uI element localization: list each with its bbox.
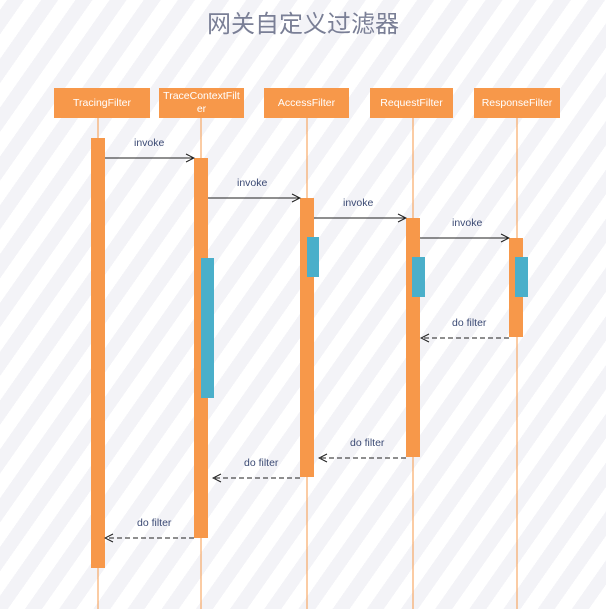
invoke-label-4: invoke	[452, 217, 483, 229]
diagram-title: 网关自定义过滤器	[207, 10, 399, 38]
actor-label: AccessFilter	[277, 96, 336, 109]
invoke-label-1: invoke	[134, 137, 165, 149]
return-label-1: do filter	[452, 317, 487, 329]
actor-label: RequestFilter	[380, 96, 443, 109]
invoke-label-3: invoke	[343, 197, 374, 209]
return-label-3: do filter	[244, 457, 279, 469]
actor-trace-context-filter: TraceContextFilter	[159, 88, 244, 118]
actor-request-filter: RequestFilter	[370, 88, 453, 118]
nested-activation-access-filter	[307, 237, 319, 277]
actor-label: TraceContextFilter	[163, 90, 240, 115]
actor-tracing-filter: TracingFilter	[54, 88, 150, 118]
nested-activation-trace-context-filter	[201, 258, 214, 398]
activation-request-filter	[406, 218, 420, 457]
nested-activation-request-filter	[412, 257, 425, 297]
nested-activation-response-filter	[515, 257, 528, 297]
activation-tracing-filter	[91, 138, 105, 568]
return-label-4: do filter	[137, 517, 172, 529]
actor-response-filter: ResponseFilter	[474, 88, 560, 118]
invoke-label-2: invoke	[237, 177, 268, 189]
return-label-2: do filter	[350, 437, 385, 449]
actor-access-filter: AccessFilter	[264, 88, 349, 118]
actor-label: TracingFilter	[73, 96, 131, 109]
actor-label: ResponseFilter	[481, 96, 553, 109]
